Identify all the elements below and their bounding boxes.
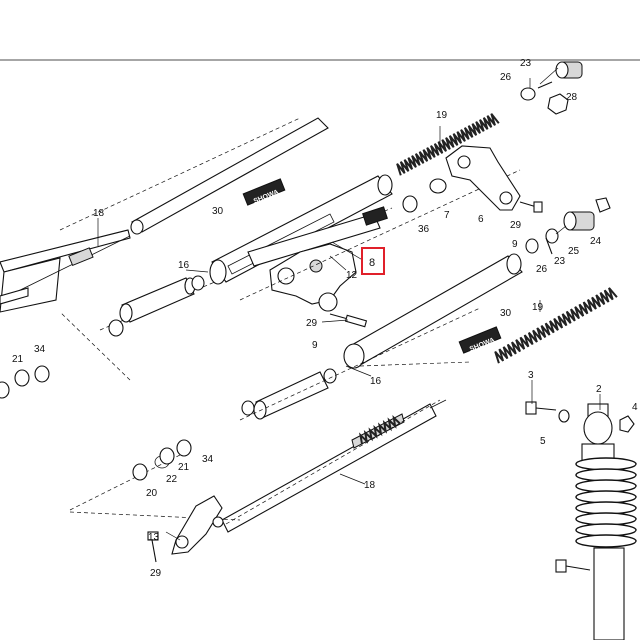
callout-4: 4	[632, 402, 638, 413]
dashed-guide-lines-center	[239, 169, 521, 421]
axle-bracket-13[interactable]	[171, 495, 224, 555]
washer-26-mid[interactable]	[525, 238, 539, 254]
seal-34-left[interactable]	[34, 365, 50, 383]
seal-34-lower[interactable]	[176, 439, 192, 457]
spacer-7[interactable]	[429, 178, 447, 194]
bracket-bolt-29-lower[interactable]	[147, 531, 159, 563]
fork-inner-slider-upper[interactable]	[119, 277, 196, 323]
shock-spring-coil	[575, 534, 637, 548]
seal-ring-lower[interactable]	[323, 368, 337, 384]
callout-19-upper: 19	[436, 110, 448, 121]
ring-21-left[interactable]	[14, 369, 30, 387]
nut-4[interactable]	[619, 415, 635, 433]
fork-outer-tube-16-lower[interactable]	[343, 253, 523, 369]
shock-spring-coil	[575, 457, 637, 471]
callout-30-upper: 30	[212, 206, 224, 217]
lower-shock-bolt[interactable]	[555, 559, 591, 573]
callout-23-mid: 23	[554, 256, 566, 267]
callout-16-upper: 16	[178, 260, 190, 271]
callout-3: 3	[528, 370, 534, 381]
callout-26-top: 26	[500, 72, 512, 83]
callout-36: 36	[418, 224, 430, 235]
callout-34-left: 34	[34, 344, 46, 355]
ring-21-lower[interactable]	[159, 447, 175, 465]
clamp-bolt-29-center[interactable]	[329, 313, 368, 328]
shock-spring-coil	[575, 468, 637, 482]
bolt-29-bracket[interactable]	[519, 201, 543, 213]
callout-20: 20	[146, 488, 158, 499]
spacer-25[interactable]	[545, 228, 559, 244]
callout-19-lower: 19	[532, 302, 544, 313]
fork-spring-19-lower[interactable]	[494, 287, 618, 364]
fork-inner-tube-8[interactable]	[247, 206, 388, 267]
washer-26-top[interactable]	[520, 87, 536, 101]
bolt-23-mid[interactable]	[545, 237, 553, 255]
bushing-top-right[interactable]	[555, 61, 583, 79]
callout-22: 22	[166, 474, 178, 485]
callout-29-center: 29	[306, 318, 318, 329]
callout-9-bracket: 9	[512, 239, 518, 250]
showa-decal-30-lower: SHOWA	[458, 326, 502, 354]
callout-8-label: 8	[369, 257, 375, 269]
washer-5[interactable]	[558, 409, 570, 423]
callout-5: 5	[540, 436, 546, 447]
shock-spring-coil	[575, 512, 637, 526]
outer-tube-left[interactable]	[130, 117, 329, 235]
shock-spring-coil	[575, 501, 637, 515]
left-fork-rod-18[interactable]	[0, 229, 131, 313]
bushing-left-edge[interactable]	[0, 381, 10, 399]
callout-9-center: 9	[312, 340, 318, 351]
fork-spring-19-upper[interactable]	[396, 113, 500, 176]
highlighted-callout-8[interactable]: 8	[361, 247, 385, 275]
callout-labels: 18 30 16 12 29 9 19 7 36 6 29 9 26 23 28…	[12, 58, 638, 579]
shock-spring-coil	[575, 490, 637, 504]
seal-ring-upper[interactable]	[108, 275, 205, 337]
callout-16-lower: 16	[370, 376, 382, 387]
nut-28[interactable]	[547, 93, 569, 115]
rear-shock-absorber-2[interactable]	[575, 403, 637, 640]
callout-12: 12	[346, 270, 358, 281]
fork-inner-slider-lower[interactable]	[241, 371, 329, 420]
bolt-23-top[interactable]	[537, 81, 553, 89]
callout-28: 28	[566, 92, 578, 103]
callout-18-lower: 18	[364, 480, 376, 491]
callout-25: 25	[568, 246, 580, 257]
nut-cap-right[interactable]	[595, 197, 611, 213]
callout-24: 24	[590, 236, 602, 247]
callout-6: 6	[478, 214, 484, 225]
bushing-24[interactable]	[563, 211, 595, 231]
callout-7: 7	[444, 210, 450, 221]
callout-13: 13	[148, 532, 160, 543]
callout-2: 2	[596, 384, 602, 395]
shock-spring-coil	[575, 523, 637, 537]
leader-lines	[97, 67, 601, 541]
callout-26-mid: 26	[536, 264, 548, 275]
callout-18-upper: 18	[93, 208, 105, 219]
callout-21-lower: 21	[178, 462, 190, 473]
damper-spring-center[interactable]	[359, 414, 401, 444]
shock-spring-coil	[575, 479, 637, 493]
callout-30-lower: 30	[500, 308, 512, 319]
callout-29-lower: 29	[150, 568, 162, 579]
lower-fork-rod-18[interactable]	[221, 399, 447, 533]
bolt-3-shock[interactable]	[525, 401, 557, 415]
callout-23-top: 23	[520, 58, 532, 69]
showa-decal-30-upper: SHOWA	[242, 178, 286, 206]
callout-29-bracket: 29	[510, 220, 522, 231]
callout-34-lower: 34	[202, 454, 214, 465]
callout-21-left: 21	[12, 354, 24, 365]
bushing-20[interactable]	[132, 463, 148, 481]
washer-36[interactable]	[402, 195, 418, 213]
upper-bracket-6[interactable]	[445, 145, 521, 211]
